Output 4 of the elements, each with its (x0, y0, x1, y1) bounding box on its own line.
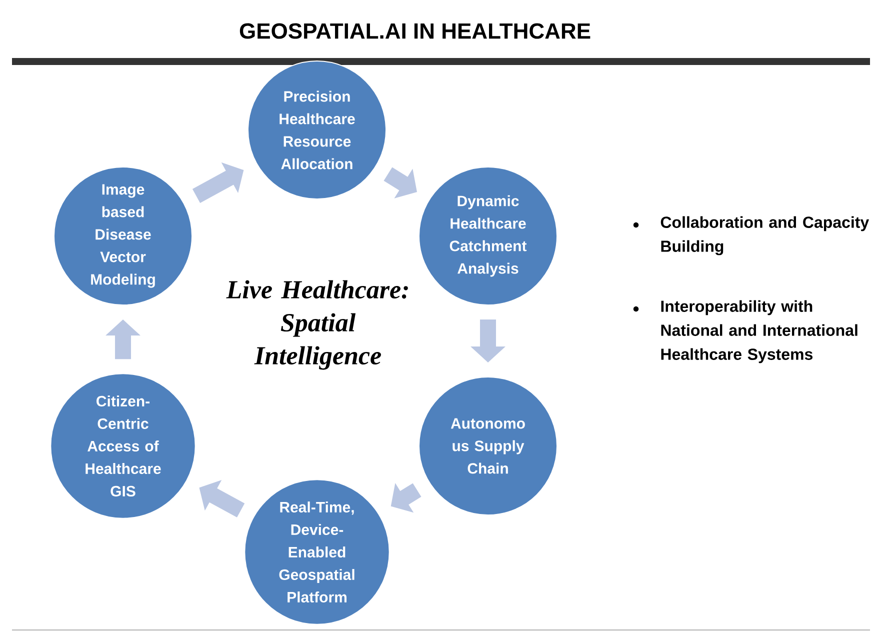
title: GEOSPATIAL.AI IN HEALTHCARE (240, 23, 590, 39)
center-caption: Live Healthcare: Spatial Intelligence (226, 280, 408, 370)
bullet-text: Collaboration and Capacity Building (660, 216, 870, 256)
bullet-text: Interoperability with National and International Healthcare Systems (661, 300, 858, 364)
